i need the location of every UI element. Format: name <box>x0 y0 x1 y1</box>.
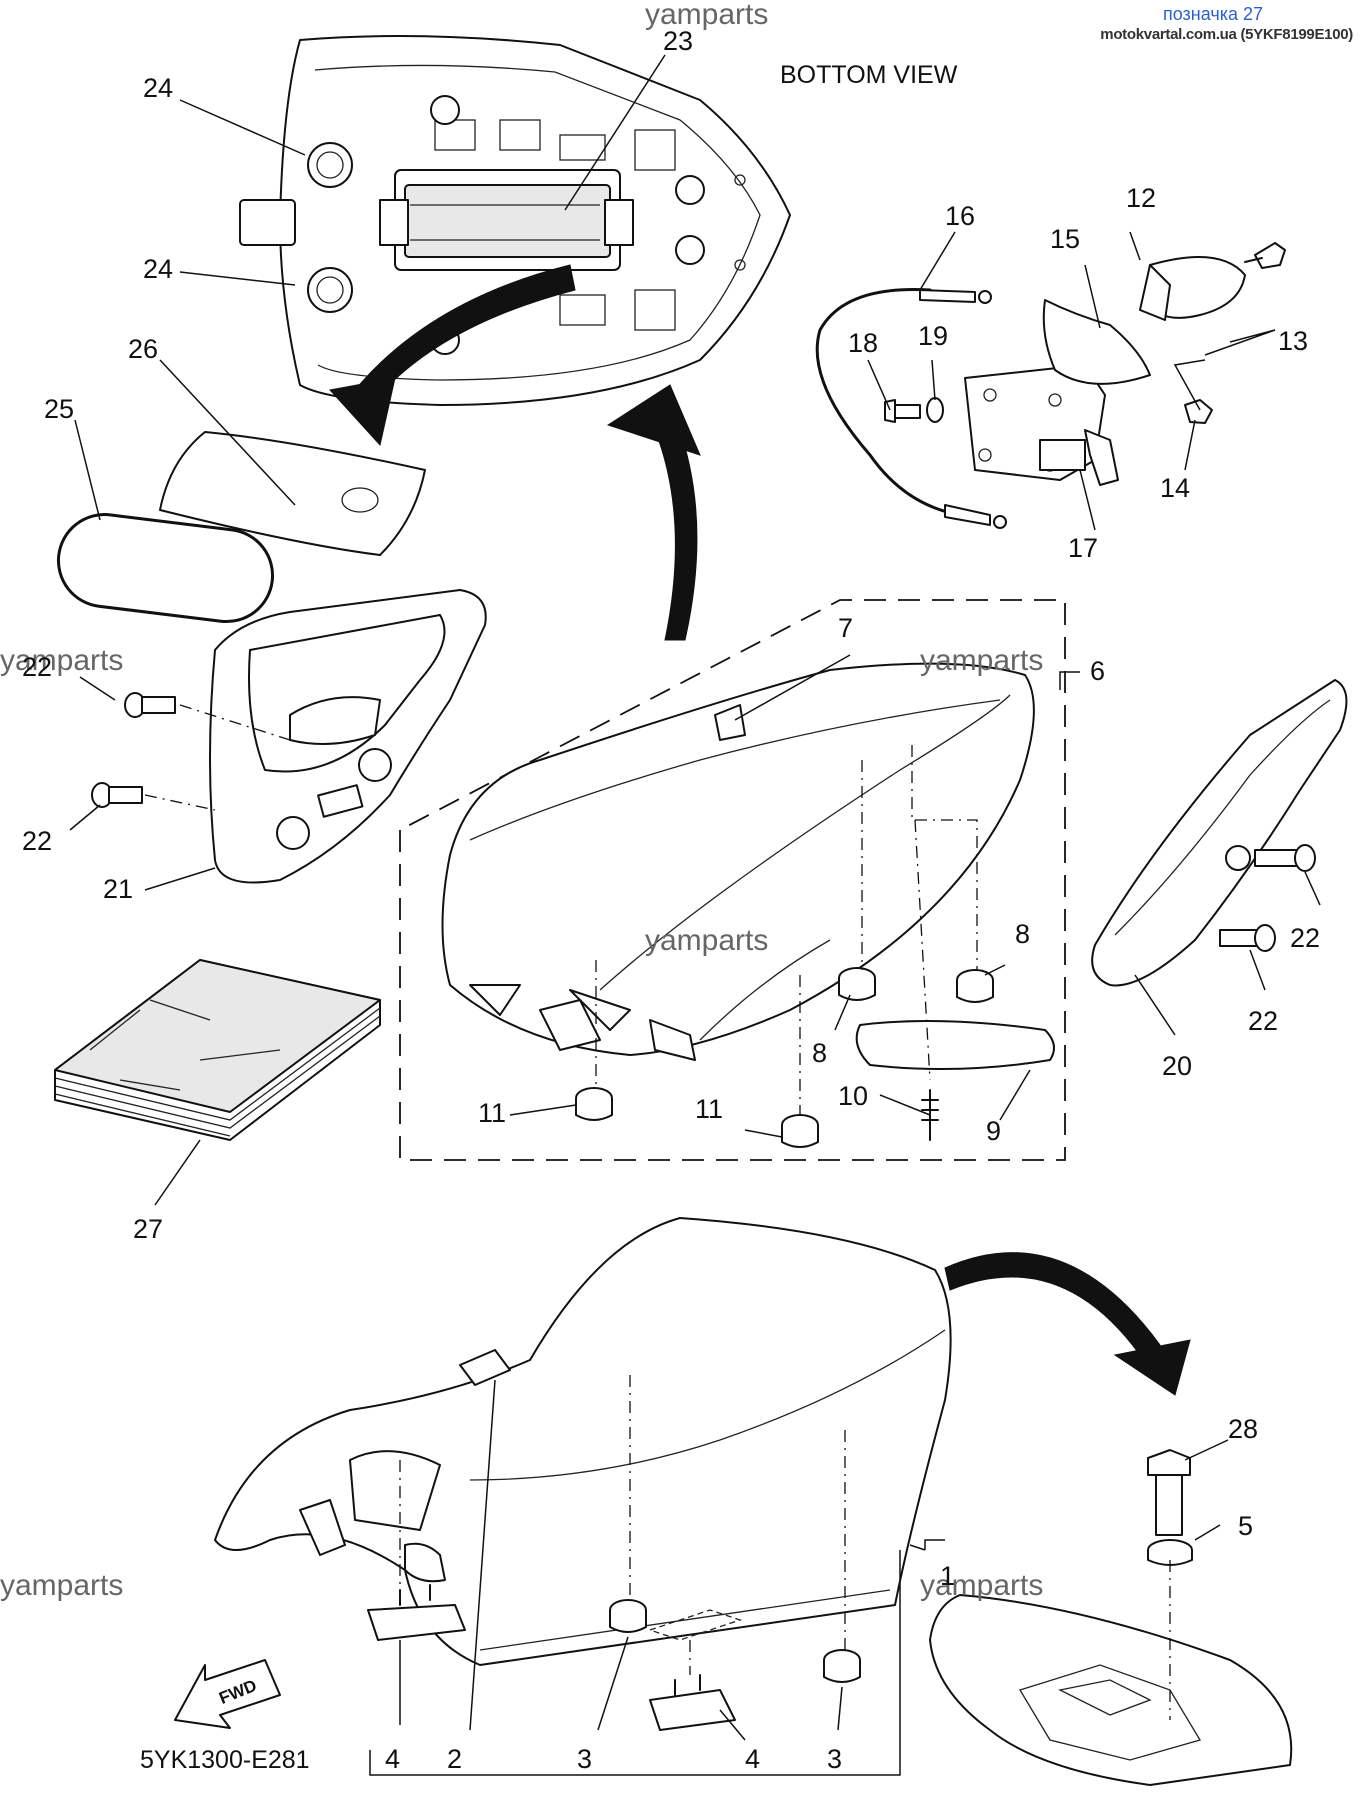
curved-arrow-right <box>944 1252 1161 1356</box>
source-caption: motokvartal.com.ua (5YKF8199E100) <box>1100 26 1353 43</box>
bolt-22c <box>1254 844 1316 872</box>
callout-25: 25 <box>44 394 74 424</box>
curved-arrow-up <box>654 424 698 641</box>
callout-19: 19 <box>918 321 948 351</box>
callout-15: 15 <box>1050 224 1080 254</box>
watermark: yamparts <box>0 1569 123 1602</box>
callout-22: 22 <box>1290 923 1320 953</box>
callout-18: 18 <box>848 328 878 358</box>
side-cover-20 <box>1091 679 1348 987</box>
callout-9: 9 <box>986 1116 1001 1146</box>
callout-23: 23 <box>663 26 693 56</box>
callout-12: 12 <box>1126 183 1156 213</box>
watermark: yamparts <box>920 1569 1043 1602</box>
curved-arrow-up-head <box>606 384 701 456</box>
damper-8b <box>956 969 994 1003</box>
callout-11: 11 <box>695 1094 723 1124</box>
plate-4a <box>367 1584 466 1641</box>
callout-1: 1 <box>940 1561 955 1591</box>
lock-assembly <box>815 242 1286 529</box>
damper-11a <box>575 1087 613 1121</box>
seal-ring-25 <box>56 513 275 624</box>
callout-22: 22 <box>22 652 52 682</box>
callout-24: 24 <box>143 73 173 103</box>
bolt-22d <box>1219 924 1276 952</box>
damper-11b <box>781 1114 819 1148</box>
callout-numbers: 1 2 3 3 4 4 5 6 7 8 8 9 10 11 11 12 13 1… <box>22 26 1320 1774</box>
watermark: yamparts <box>645 924 768 957</box>
callout-28: 28 <box>1228 1414 1258 1444</box>
callout-3: 3 <box>827 1744 842 1774</box>
callout-21: 21 <box>103 874 133 904</box>
curved-arrow-left-head <box>329 377 396 447</box>
callout-26: 26 <box>128 334 158 364</box>
callout-3: 3 <box>577 1744 592 1774</box>
damper-3a <box>609 1599 647 1633</box>
watermark: yamparts <box>920 644 1043 677</box>
bolt-28 <box>1147 1449 1191 1536</box>
watermark: yamparts <box>0 644 123 677</box>
leader-lines <box>69 54 1321 1776</box>
sub-assembly-box <box>399 599 1066 1161</box>
callout-20: 20 <box>1162 1051 1192 1081</box>
callout-27: 27 <box>133 1214 163 1244</box>
bolt-22a <box>124 692 176 718</box>
callout-4: 4 <box>385 1744 400 1774</box>
callout-5: 5 <box>1238 1511 1253 1541</box>
cover-26 <box>159 431 426 556</box>
callout-17: 17 <box>1068 533 1098 563</box>
front-seat-1 <box>214 1217 952 1666</box>
callout-8: 8 <box>812 1038 827 1068</box>
damper-8a <box>838 967 876 1001</box>
callout-8: 8 <box>1015 919 1030 949</box>
callout-22: 22 <box>1248 1006 1278 1036</box>
callout-6: 6 <box>1090 656 1105 686</box>
damper-3b <box>823 1649 861 1683</box>
callout-11: 11 <box>478 1098 506 1128</box>
callout-24: 24 <box>143 254 173 284</box>
diagram-code: 5YK1300-E281 <box>140 1746 310 1774</box>
callout-16: 16 <box>945 201 975 231</box>
pad-9 <box>855 1020 1055 1070</box>
callout-14: 14 <box>1160 473 1190 503</box>
plate-4b <box>649 1674 736 1731</box>
view-title: BOTTOM VIEW <box>780 61 958 89</box>
owners-manual-27 <box>54 959 381 1141</box>
frame-part <box>929 1594 1293 1786</box>
bolt-22b <box>91 782 143 808</box>
curved-arrow-right-head <box>1113 1339 1191 1396</box>
side-cover-21 <box>209 589 487 884</box>
rear-seat-6 <box>441 662 1035 1061</box>
callout-13: 13 <box>1278 326 1308 356</box>
fwd-arrow: FWD <box>174 1659 281 1729</box>
label-link[interactable]: позначка 27 <box>1162 4 1263 24</box>
callout-22: 22 <box>22 826 52 856</box>
rear-seat-bottom-view <box>239 35 791 406</box>
watermark: yamparts <box>645 0 768 31</box>
callout-2: 2 <box>447 1744 462 1774</box>
callout-7: 7 <box>838 613 853 643</box>
callout-4: 4 <box>745 1744 760 1774</box>
callout-10: 10 <box>838 1081 868 1111</box>
